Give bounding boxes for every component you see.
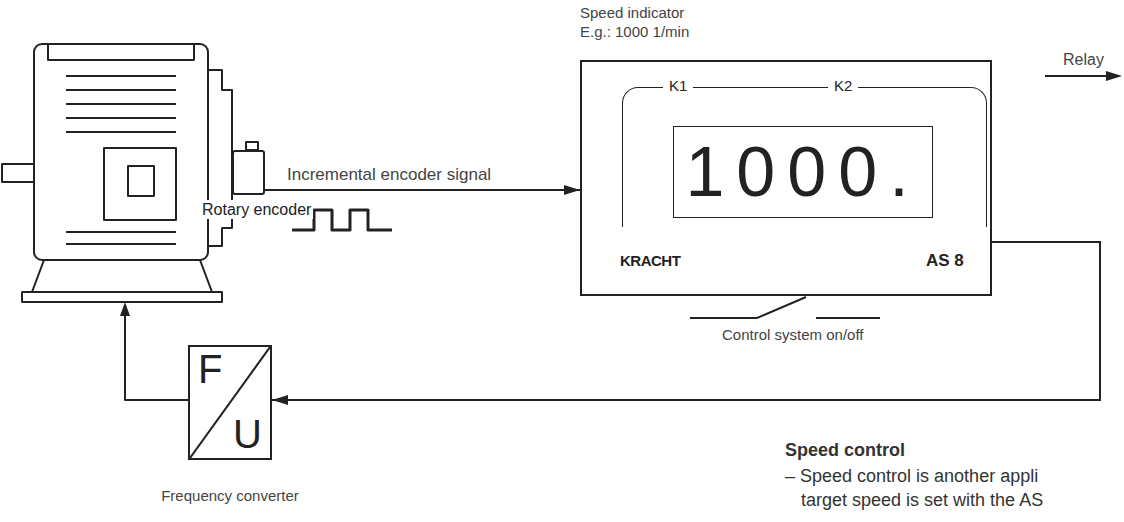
switch-label: Control system on/off [722,326,863,344]
rotary-encoder: Rotary encoder [232,150,265,195]
terminal-box-cover [128,166,154,196]
channel-label: K1 [663,77,693,95]
edge-label: Incremental encoder signal [287,165,491,185]
motor-base [22,292,222,302]
converter-symbol: F [198,349,222,389]
signal-label: Relay [1063,50,1104,69]
signal-line [265,189,580,191]
body-text: target speed is set with the AS [801,490,1043,512]
drive-wire [125,314,188,400]
body-text: – Speed control is another appli [785,466,1038,488]
frequency-converter: FUFrequency converter [188,345,272,460]
heading: Speed indicator [580,4,684,22]
cooling-fins [66,76,176,244]
display-frame: 1000.K1K2 [622,87,987,227]
motor-housing [34,44,208,260]
channel-label: K2 [828,77,858,95]
speed-value: 1000. [685,137,920,207]
arrow-head [120,302,130,316]
model-label: AS 8 [926,251,964,271]
converter-symbol: U [233,414,262,454]
relay-wire [1045,75,1110,77]
terminal-box [104,148,176,220]
switch-wire [816,317,880,319]
converter-diagonal [190,347,270,458]
motor-flange [208,70,232,246]
motor-shaft [2,164,34,182]
node-label: Frequency converter [161,487,299,505]
heading-note: E.g.: 1000 1/min [580,23,689,41]
encoder-connector [246,142,258,150]
motor-feet [32,260,212,292]
motor-cap [48,44,194,60]
digit-window: 1000. [673,126,933,218]
switch-contact [757,297,806,318]
section-heading: Speed control [785,440,905,462]
brand-label: KRACHT [620,252,680,270]
switch-wire [690,317,757,319]
arrow-head [1106,71,1122,81]
node-label: Rotary encoder [200,200,313,219]
